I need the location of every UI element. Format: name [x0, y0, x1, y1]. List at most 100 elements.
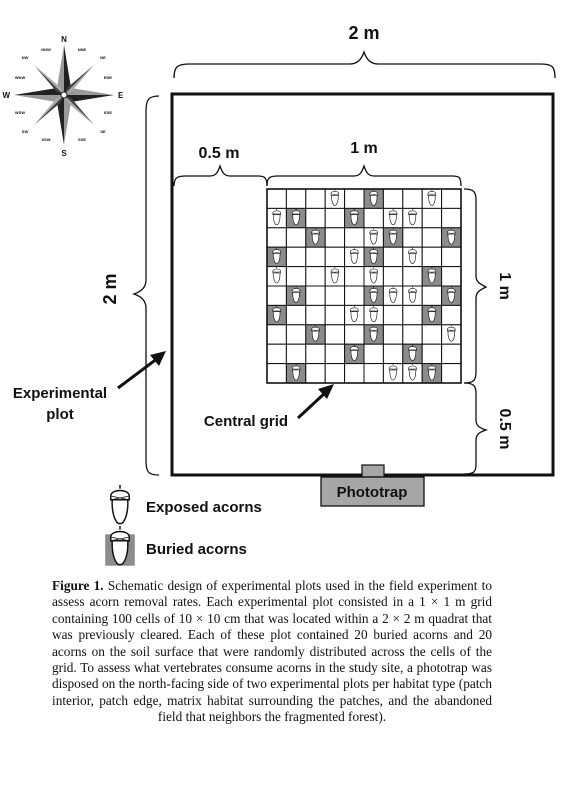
grid-cell — [363, 363, 384, 384]
grid-cell — [266, 343, 287, 365]
compass-nnw: NNW — [41, 47, 51, 52]
grid-cell — [324, 285, 346, 306]
grid-cell — [324, 363, 346, 384]
compass-n: N — [61, 35, 67, 44]
figure-caption-text: Schematic design of experimental plots u… — [52, 578, 492, 725]
experimental-plot-diagram: N S E W NW NE SW SE NNW NNE WNW ENE WSW … — [2, 23, 556, 575]
grid-cell — [382, 324, 404, 345]
legend-buried-acorn-icon — [105, 526, 135, 566]
compass-sw: SW — [22, 129, 29, 134]
grid-cell — [285, 188, 307, 209]
grid-cell — [285, 266, 307, 287]
grid-cell — [441, 363, 462, 384]
grid-cell — [305, 266, 326, 287]
grid-cell — [266, 188, 287, 209]
outer-height-label: 2 m — [100, 273, 120, 304]
compass-ese: ESE — [104, 110, 112, 115]
grid-cell — [305, 343, 326, 365]
grid-cell — [441, 246, 462, 268]
grid-cell — [421, 227, 443, 248]
experimental-plot-label-line1: Experimental — [13, 385, 107, 402]
grid-cell — [421, 207, 443, 229]
compass-ene: ENE — [104, 75, 113, 80]
compass-se: SE — [100, 129, 106, 134]
compass-w: W — [2, 91, 10, 100]
compass-wnw: WNW — [15, 75, 26, 80]
grid-cell — [324, 343, 346, 365]
grid-cell — [363, 343, 384, 365]
grid-cell — [344, 266, 365, 287]
margin-bottom-brace — [463, 382, 489, 475]
grid-cell — [402, 266, 423, 287]
top-brace — [173, 49, 556, 79]
grid-cell — [324, 207, 346, 229]
compass-wsw: WSW — [15, 110, 25, 115]
compass-rose: N S E W NW NE SW SE NNW NNE WNW ENE WSW … — [2, 35, 124, 158]
grid-cell — [441, 266, 462, 287]
compass-nne: NNE — [78, 47, 87, 52]
compass-sse: SSE — [78, 137, 86, 142]
grid-cell — [305, 246, 326, 268]
grid-cell — [305, 188, 326, 209]
grid-outline — [266, 188, 462, 384]
phototrap-label: Phototrap — [337, 484, 408, 501]
compass-star-icon — [14, 45, 114, 145]
compass-ne: NE — [100, 55, 106, 60]
grid-cell — [324, 227, 346, 248]
left-brace — [131, 95, 160, 476]
central-grid — [266, 188, 462, 384]
grid-cell — [363, 207, 384, 229]
legend-exposed-acorn-icon — [110, 484, 130, 525]
grid-cell — [305, 207, 326, 229]
grid-cell — [305, 285, 326, 306]
grid-cell — [402, 324, 423, 345]
grid-cell — [344, 188, 365, 209]
grid-cell — [285, 227, 307, 248]
grid-cell — [285, 246, 307, 268]
grid-cell — [266, 227, 287, 248]
grid-width-label: 1 m — [350, 140, 378, 157]
legend-buried-label: Buried acorns — [146, 541, 247, 558]
compass-s: S — [61, 149, 67, 158]
compass-e: E — [118, 91, 124, 100]
grid-cell — [441, 188, 462, 209]
grid-cell — [324, 246, 346, 268]
phototrap: Phototrap — [320, 464, 425, 507]
experimental-plot-label-line2: plot — [46, 406, 74, 423]
grid-cell — [382, 266, 404, 287]
margin-left-label: 0.5 m — [199, 145, 240, 162]
grid-cell — [421, 343, 443, 365]
grid-cell — [305, 304, 326, 326]
grid-cell — [421, 285, 443, 306]
grid-cell — [402, 304, 423, 326]
grid-cell — [305, 363, 326, 384]
outer-width-label: 2 m — [348, 23, 379, 43]
grid-height-brace — [463, 188, 488, 384]
central-grid-label: Central grid — [204, 413, 288, 430]
grid-cell — [285, 343, 307, 365]
grid-cell — [344, 285, 365, 306]
grid-cell — [382, 304, 404, 326]
grid-cell — [421, 324, 443, 345]
experimental-plot-arrow-icon — [117, 351, 166, 390]
grid-cell — [324, 324, 346, 345]
margin-left-brace — [173, 163, 268, 187]
legend: Exposed acorns Buried acorns — [105, 484, 262, 566]
grid-cell — [441, 304, 462, 326]
grid-cell — [421, 246, 443, 268]
figure-caption: Figure 1. Schematic design of experiment… — [52, 578, 492, 726]
central-grid-arrow-icon — [296, 384, 334, 420]
grid-cell — [402, 227, 423, 248]
grid-width-brace — [266, 163, 462, 187]
grid-cell — [382, 188, 404, 209]
grid-cell — [285, 304, 307, 326]
grid-cell — [344, 363, 365, 384]
compass-nw: NW — [22, 55, 29, 60]
grid-cell — [266, 363, 287, 384]
grid-cell — [402, 188, 423, 209]
grid-cell — [266, 285, 287, 306]
grid-cell — [266, 324, 287, 345]
grid-cell — [382, 343, 404, 365]
compass-ssw: SSW — [41, 137, 50, 142]
grid-cell — [441, 343, 462, 365]
